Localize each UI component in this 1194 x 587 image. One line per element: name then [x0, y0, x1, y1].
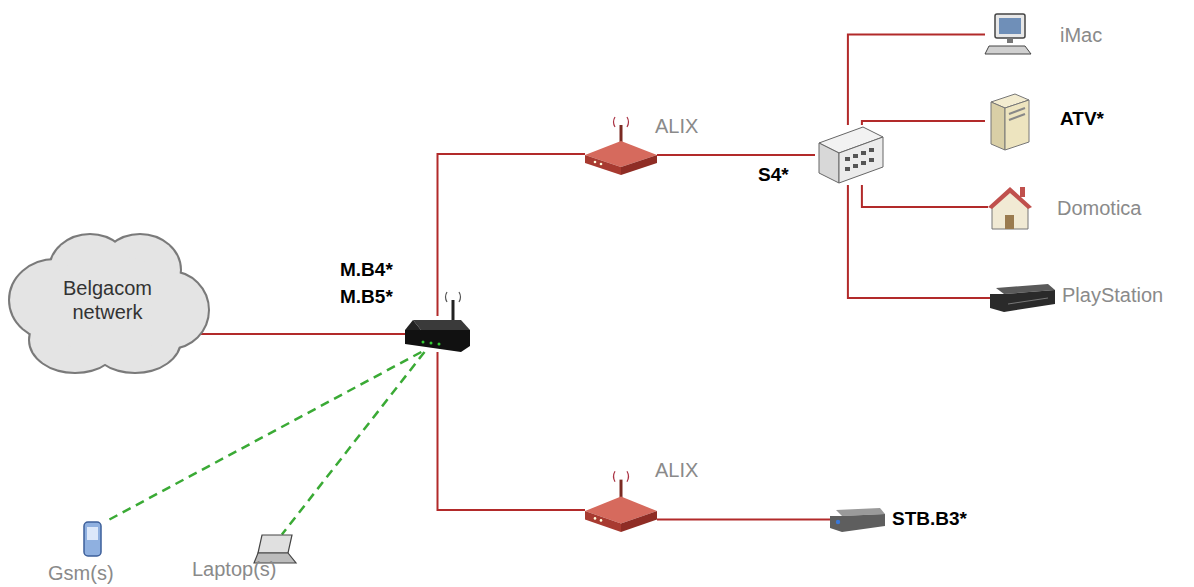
cable-link — [196, 333, 405, 335]
cloud-network-drawing — [5, 225, 210, 375]
phone-icon-drawing — [80, 520, 105, 558]
computer-icon: iMac — [985, 12, 1033, 57]
set-top-box: STB.B3* — [830, 506, 885, 533]
alix-access-point-drawing — [585, 488, 657, 532]
server-icon-drawing — [985, 92, 1030, 150]
house-icon-drawing — [988, 183, 1033, 231]
network-name: Belgacom netwerk — [53, 276, 163, 324]
device-code: ATV* — [1060, 107, 1104, 131]
device-name: Domotica — [1057, 196, 1141, 220]
house-icon: Domotica — [988, 183, 1033, 231]
set-top-box-drawing — [830, 506, 885, 533]
modem-router: M.B4*M.B5* — [405, 316, 470, 352]
device-code: S4* — [758, 163, 789, 187]
device-code: STB.B3* — [892, 507, 967, 531]
cable-link — [657, 519, 830, 521]
network-switch-drawing — [815, 125, 885, 185]
cable-link — [657, 154, 815, 156]
device-name: Gsm(s) — [48, 561, 114, 585]
cable-link — [848, 185, 990, 298]
device-name: ALIX — [655, 458, 698, 482]
computer-icon-drawing — [985, 12, 1033, 57]
device-code: M.B5* — [340, 285, 393, 309]
laptop-icon: Laptop(s) — [252, 533, 298, 565]
cable-link — [862, 185, 988, 207]
alix-access-point: ALIX — [585, 133, 657, 175]
alix-access-point-drawing — [585, 133, 657, 175]
device-name: ALIX — [655, 114, 698, 138]
alix-access-point: ALIX — [585, 488, 657, 532]
device-name: PlayStation — [1062, 283, 1163, 307]
cable-link — [438, 154, 586, 316]
cable-link — [848, 35, 985, 126]
network-switch: S4* — [815, 125, 885, 185]
device-name: iMac — [1060, 23, 1102, 47]
server-icon: ATV* — [985, 92, 1030, 150]
cloud-network: Belgacom netwerk — [5, 225, 210, 375]
console-icon-drawing — [990, 282, 1055, 314]
cable-link — [438, 352, 586, 510]
cable-link — [862, 121, 985, 125]
modem-router-drawing — [405, 316, 470, 352]
device-name: Laptop(s) — [192, 557, 277, 581]
device-code: M.B4* — [340, 258, 393, 282]
wireless-link — [105, 352, 421, 522]
wireless-link — [282, 352, 425, 535]
phone-icon: Gsm(s) — [80, 520, 105, 558]
console-icon: PlayStation — [990, 282, 1055, 314]
